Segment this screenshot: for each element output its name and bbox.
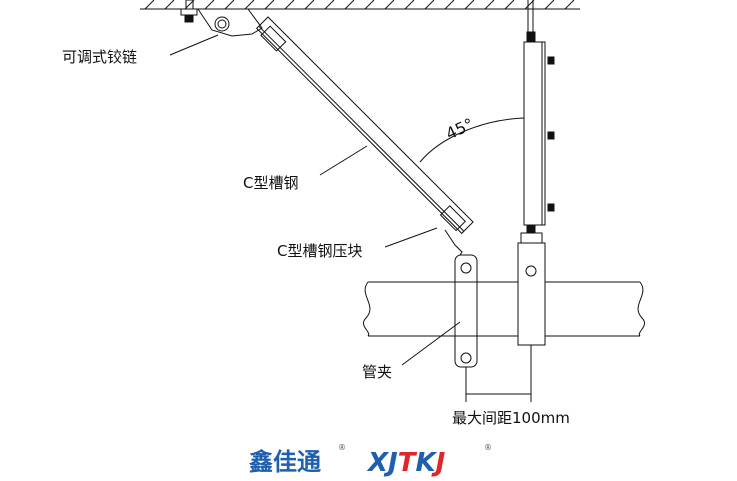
label-hinge: 可调式铰链 bbox=[62, 48, 137, 66]
hatch-line bbox=[144, 0, 155, 10]
anchor-bolt-left bbox=[180, 0, 198, 23]
hatch-line bbox=[404, 0, 415, 10]
hatch-line bbox=[324, 0, 335, 10]
label-spacing: 最大间距100mm bbox=[452, 409, 570, 427]
hatch-line bbox=[164, 0, 175, 10]
hatch-line bbox=[304, 0, 315, 10]
ceiling-hatch bbox=[144, 0, 575, 10]
pipe-clamp-left bbox=[454, 254, 478, 368]
leader-hinge bbox=[169, 34, 219, 56]
hatch-line bbox=[264, 0, 275, 10]
adjustable-hinge bbox=[197, 8, 263, 37]
label-channel: C型槽钢 bbox=[243, 174, 298, 192]
c-channel-diagonal bbox=[255, 16, 474, 235]
label-angle: 45° bbox=[443, 114, 477, 143]
leader-channel-clamp bbox=[384, 227, 438, 248]
hatch-line bbox=[464, 0, 475, 10]
leader-pipe-clamp bbox=[401, 321, 461, 366]
hatch-line bbox=[204, 0, 215, 10]
pipe bbox=[363, 281, 645, 337]
brand-logo-en: XJTKJ bbox=[366, 448, 446, 478]
hatch-line bbox=[344, 0, 355, 10]
channel-clamp-bracket bbox=[444, 229, 463, 259]
registered-mark-en: ® bbox=[484, 443, 492, 452]
hatch-line bbox=[364, 0, 375, 10]
leader-channel bbox=[319, 145, 368, 176]
brand-logo-cn: 鑫佳通 bbox=[249, 448, 321, 476]
hatch-line bbox=[424, 0, 435, 10]
hatch-line bbox=[444, 0, 455, 10]
vertical-support bbox=[520, 0, 555, 244]
registered-mark-cn: ® bbox=[338, 443, 346, 452]
angle-arc bbox=[419, 117, 525, 163]
hatch-line bbox=[224, 0, 235, 10]
hatch-line bbox=[484, 0, 495, 10]
hatch-line bbox=[384, 0, 395, 10]
hatch-line bbox=[244, 0, 255, 10]
hatch-line bbox=[284, 0, 295, 10]
label-pipe-clamp: 管夹 bbox=[362, 363, 392, 381]
pipe-clamp-right bbox=[517, 242, 546, 346]
hatch-line bbox=[564, 0, 575, 10]
label-channel-clamp: C型槽钢压块 bbox=[277, 242, 362, 260]
hatch-line bbox=[544, 0, 555, 10]
hatch-line bbox=[504, 0, 515, 10]
spacing-dimension bbox=[465, 345, 532, 402]
